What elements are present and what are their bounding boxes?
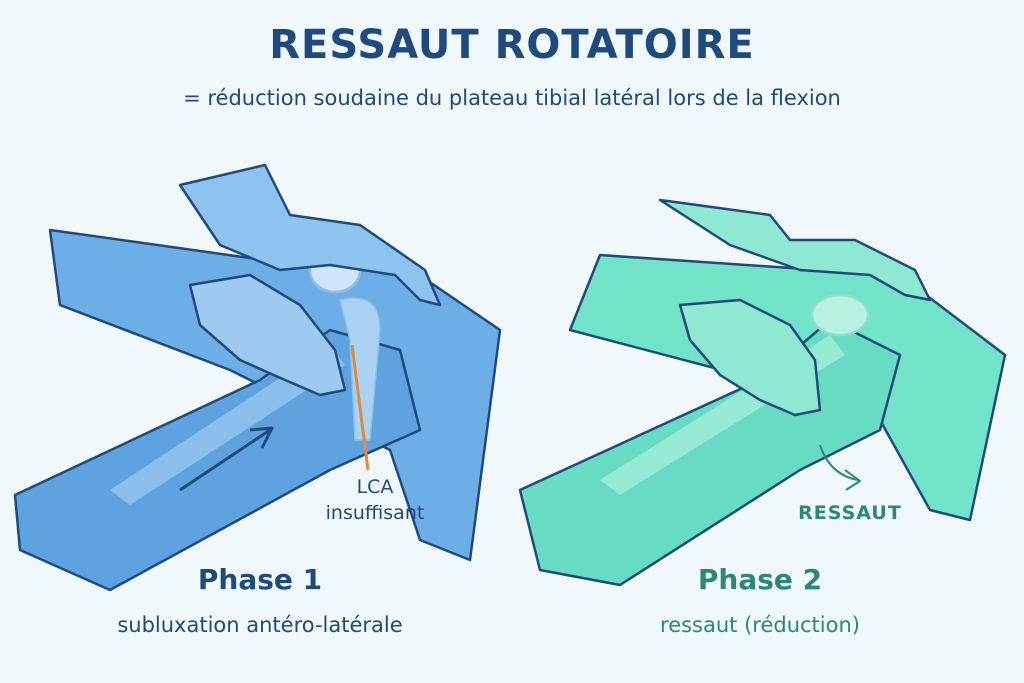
phase2-hand-side xyxy=(678,298,822,417)
phase2-knee-illustration xyxy=(518,198,1007,587)
phase2-hand-top xyxy=(658,198,932,302)
phase1-hand-side xyxy=(188,273,347,397)
lca-annotation: LCA insuffisant xyxy=(300,474,450,526)
phase1-femur-bone xyxy=(339,297,381,441)
phase2-description: ressaut (réduction) xyxy=(660,613,860,637)
phase2-patella xyxy=(810,293,870,337)
phase1-tibia-bone xyxy=(110,345,345,505)
phase1-acl-ligament xyxy=(350,344,370,471)
phase2-arrow-icon xyxy=(819,444,861,491)
phase1-knee-illustration xyxy=(13,163,502,592)
insuffisant-label: insuffisant xyxy=(325,502,425,524)
page-subtitle: = réduction soudaine du plateau tibial l… xyxy=(183,86,841,110)
phase1-arrow-icon xyxy=(179,426,274,492)
phase2-heading: Phase 2 xyxy=(697,563,823,596)
lca-label: LCA xyxy=(356,476,394,498)
phase1-description: subluxation antéro-latérale xyxy=(117,613,403,637)
phase1-hand-top xyxy=(178,163,442,307)
phase1-heading: Phase 1 xyxy=(197,563,323,596)
page-title: RESSAUT ROTATOIRE xyxy=(269,22,755,68)
ressaut-annotation: RESSAUT xyxy=(798,502,902,524)
